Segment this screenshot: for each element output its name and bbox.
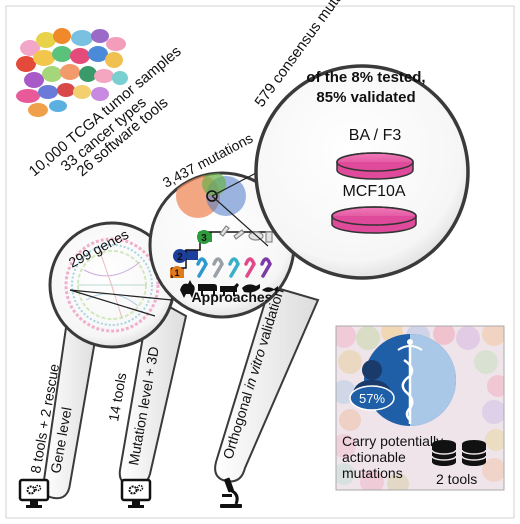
actionable-line2: actionable [342,449,406,465]
step-number-1: 1 [174,268,179,278]
approaches-title: Approaches [192,289,273,305]
step-number-2: 2 [177,252,183,263]
dish-label-baf3: BA / F3 [349,127,402,144]
computer-gears-icon [18,478,50,508]
zoom-connector [69,289,173,301]
percent-bubble: 57% [349,385,395,411]
tumor-samples-cluster [16,28,128,117]
lens-consensus: of the 8% tested, 85% validated BA / F3 … [251,0,470,280]
zoom-connector [211,171,259,197]
step-badge-3 [197,230,211,244]
approaches-staircase: 1 2 3 [170,230,280,278]
actionable-tools: 2 tools [436,471,477,487]
petri-dish-mcf10a [331,206,417,234]
step-badge-2 [173,249,187,263]
cancer-ribbons-icon [196,257,272,278]
computer-gears-icon [120,478,152,508]
venn-circle [202,173,226,196]
caduceus-icon [397,339,423,424]
step-badge-1 [171,266,183,278]
petri-dish-baf3 [336,152,414,180]
microscope-icon [220,477,242,508]
validation-header-line1: of the 8% tested, [306,69,425,86]
actionable-percent: 57% [359,391,385,406]
step-number-3: 3 [201,233,207,244]
database-icon [431,440,487,466]
zoom-connector [69,289,156,317]
zoom-connector [211,195,269,247]
actionable-panel: 57% Carry potentially actionable mutatio… [335,325,505,491]
actionable-line1: Carry potentially [342,433,443,449]
model-organisms-icon [180,280,278,298]
validation-header-line2: 85% validated [316,89,415,106]
dish-label-mcf10a: MCF10A [342,183,405,200]
actionable-line3: mutations [342,465,403,481]
